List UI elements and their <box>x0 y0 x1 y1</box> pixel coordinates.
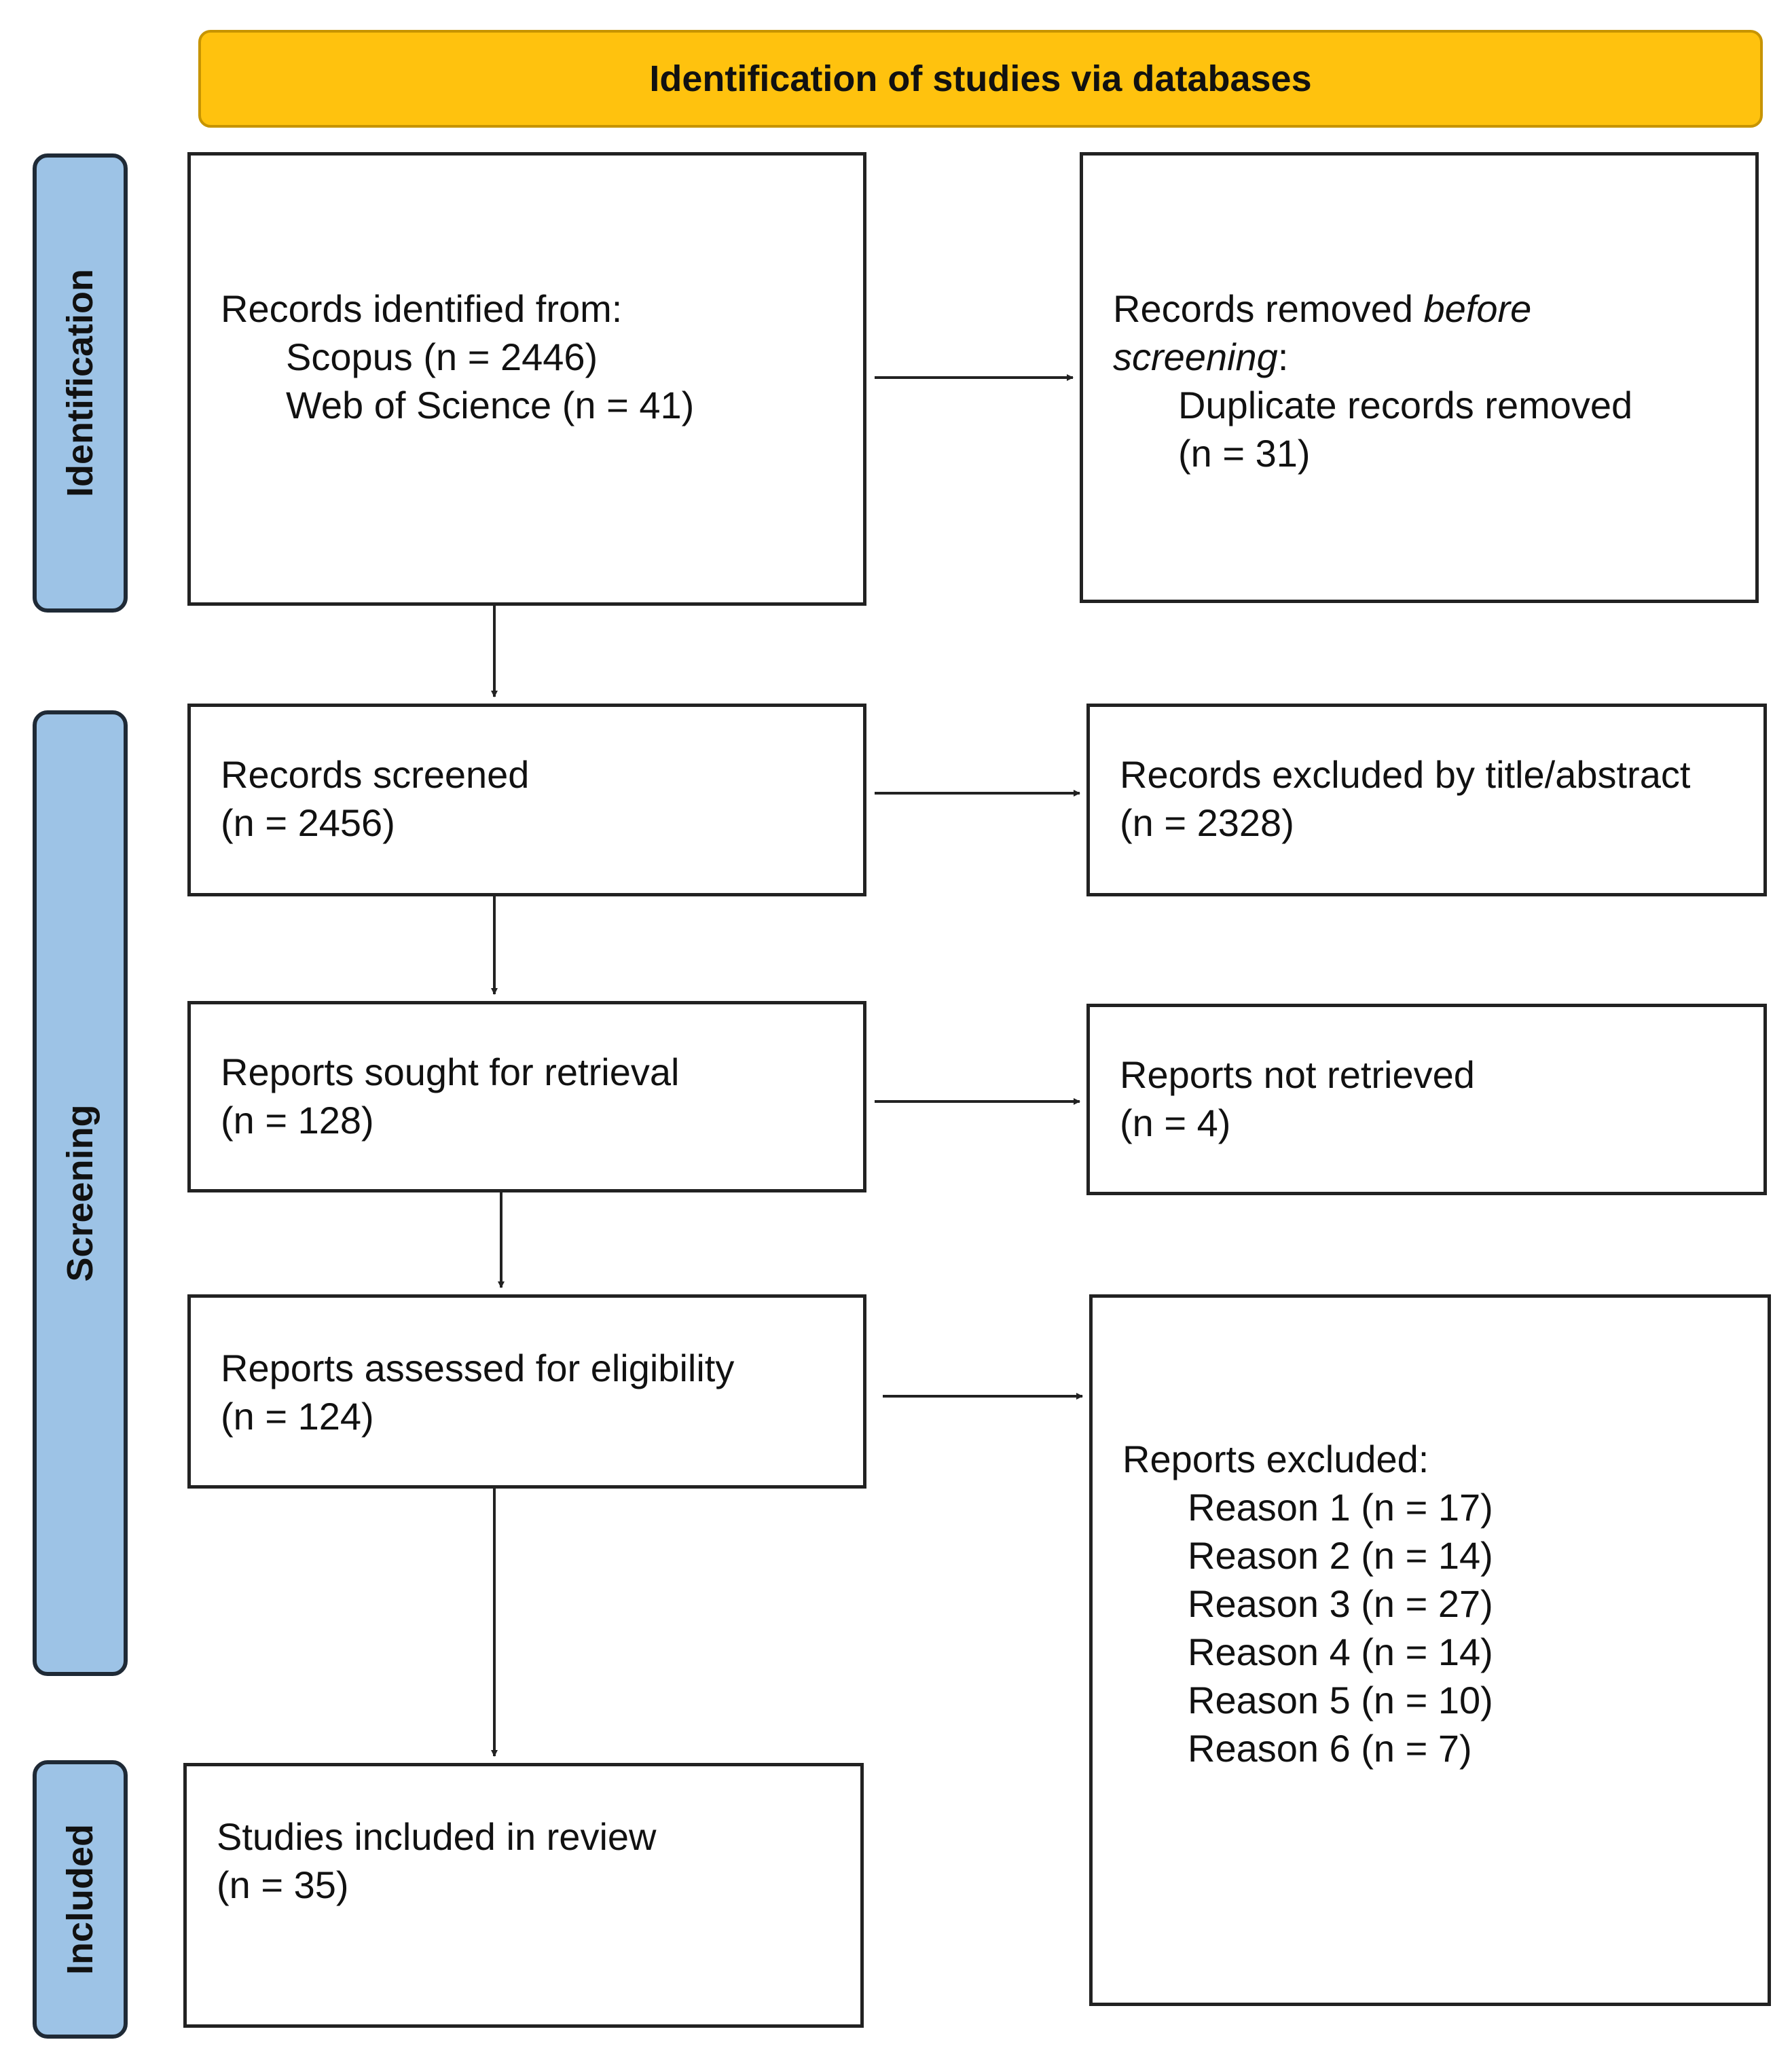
reports-not-retrieved-count: (n = 4) <box>1120 1101 1231 1144</box>
phase-screening: Screening <box>33 710 128 1676</box>
studies-included-title: Studies included in review <box>217 1815 657 1858</box>
records-excluded-count: (n = 2328) <box>1120 801 1294 844</box>
reason-6: Reason 6 (n = 7) <box>1188 1727 1472 1770</box>
phase-included: Included <box>33 1760 128 2039</box>
records-excluded-title: Records excluded by title/abstract <box>1120 753 1691 796</box>
identification-header: Identification of studies via databases <box>198 30 1763 128</box>
reason-2: Reason 2 (n = 14) <box>1188 1534 1493 1577</box>
records-removed-prefix: Records removed <box>1113 287 1424 330</box>
duplicate-records-label: Duplicate records removed <box>1178 384 1633 426</box>
records-identified-title: Records identified from: <box>221 287 623 330</box>
records-screened-title: Records screened <box>221 753 530 796</box>
duplicate-records-count: (n = 31) <box>1178 432 1311 475</box>
reason-4: Reason 4 (n = 14) <box>1188 1630 1493 1673</box>
reports-not-retrieved-box: Reports not retrieved (n = 4) <box>1086 1004 1767 1195</box>
studies-included-box: Studies included in review (n = 35) <box>183 1763 864 2028</box>
reports-sought-box: Reports sought for retrieval (n = 128) <box>187 1001 866 1192</box>
records-screened-box: Records screened (n = 2456) <box>187 704 866 896</box>
reports-not-retrieved-title: Reports not retrieved <box>1120 1053 1475 1096</box>
reason-1: Reason 1 (n = 17) <box>1188 1486 1493 1529</box>
reports-assessed-box: Reports assessed for eligibility (n = 12… <box>187 1294 866 1489</box>
source-scopus: Scopus (n = 2446) <box>286 335 598 378</box>
records-removed-italic-before: before <box>1423 287 1532 330</box>
records-removed-suffix: : <box>1277 335 1289 378</box>
records-removed-title: Records removed before <box>1113 285 1632 333</box>
records-removed-box: Records removed before screening: Duplic… <box>1080 152 1759 603</box>
records-screened-count: (n = 2456) <box>221 801 395 844</box>
source-web-of-science: Web of Science (n = 41) <box>286 384 695 426</box>
records-removed-italic-screening: screening <box>1113 335 1278 378</box>
reports-excluded-title: Reports excluded: <box>1122 1438 1429 1480</box>
phase-identification: Identification <box>33 153 128 613</box>
reports-excluded-box: Reports excluded: Reason 1 (n = 17) Reas… <box>1089 1294 1771 2006</box>
records-excluded-box: Records excluded by title/abstract (n = … <box>1086 704 1767 896</box>
reason-5: Reason 5 (n = 10) <box>1188 1679 1493 1721</box>
reports-assessed-count: (n = 124) <box>221 1395 374 1438</box>
reason-3: Reason 3 (n = 27) <box>1188 1582 1493 1625</box>
reports-assessed-title: Reports assessed for eligibility <box>221 1347 735 1389</box>
records-removed-title-cont: screening: <box>1113 333 1632 381</box>
reports-sought-count: (n = 128) <box>221 1099 374 1142</box>
studies-included-count: (n = 35) <box>217 1863 349 1906</box>
reports-sought-title: Reports sought for retrieval <box>221 1051 680 1093</box>
records-identified-box: Records identified from: Scopus (n = 244… <box>187 152 866 606</box>
